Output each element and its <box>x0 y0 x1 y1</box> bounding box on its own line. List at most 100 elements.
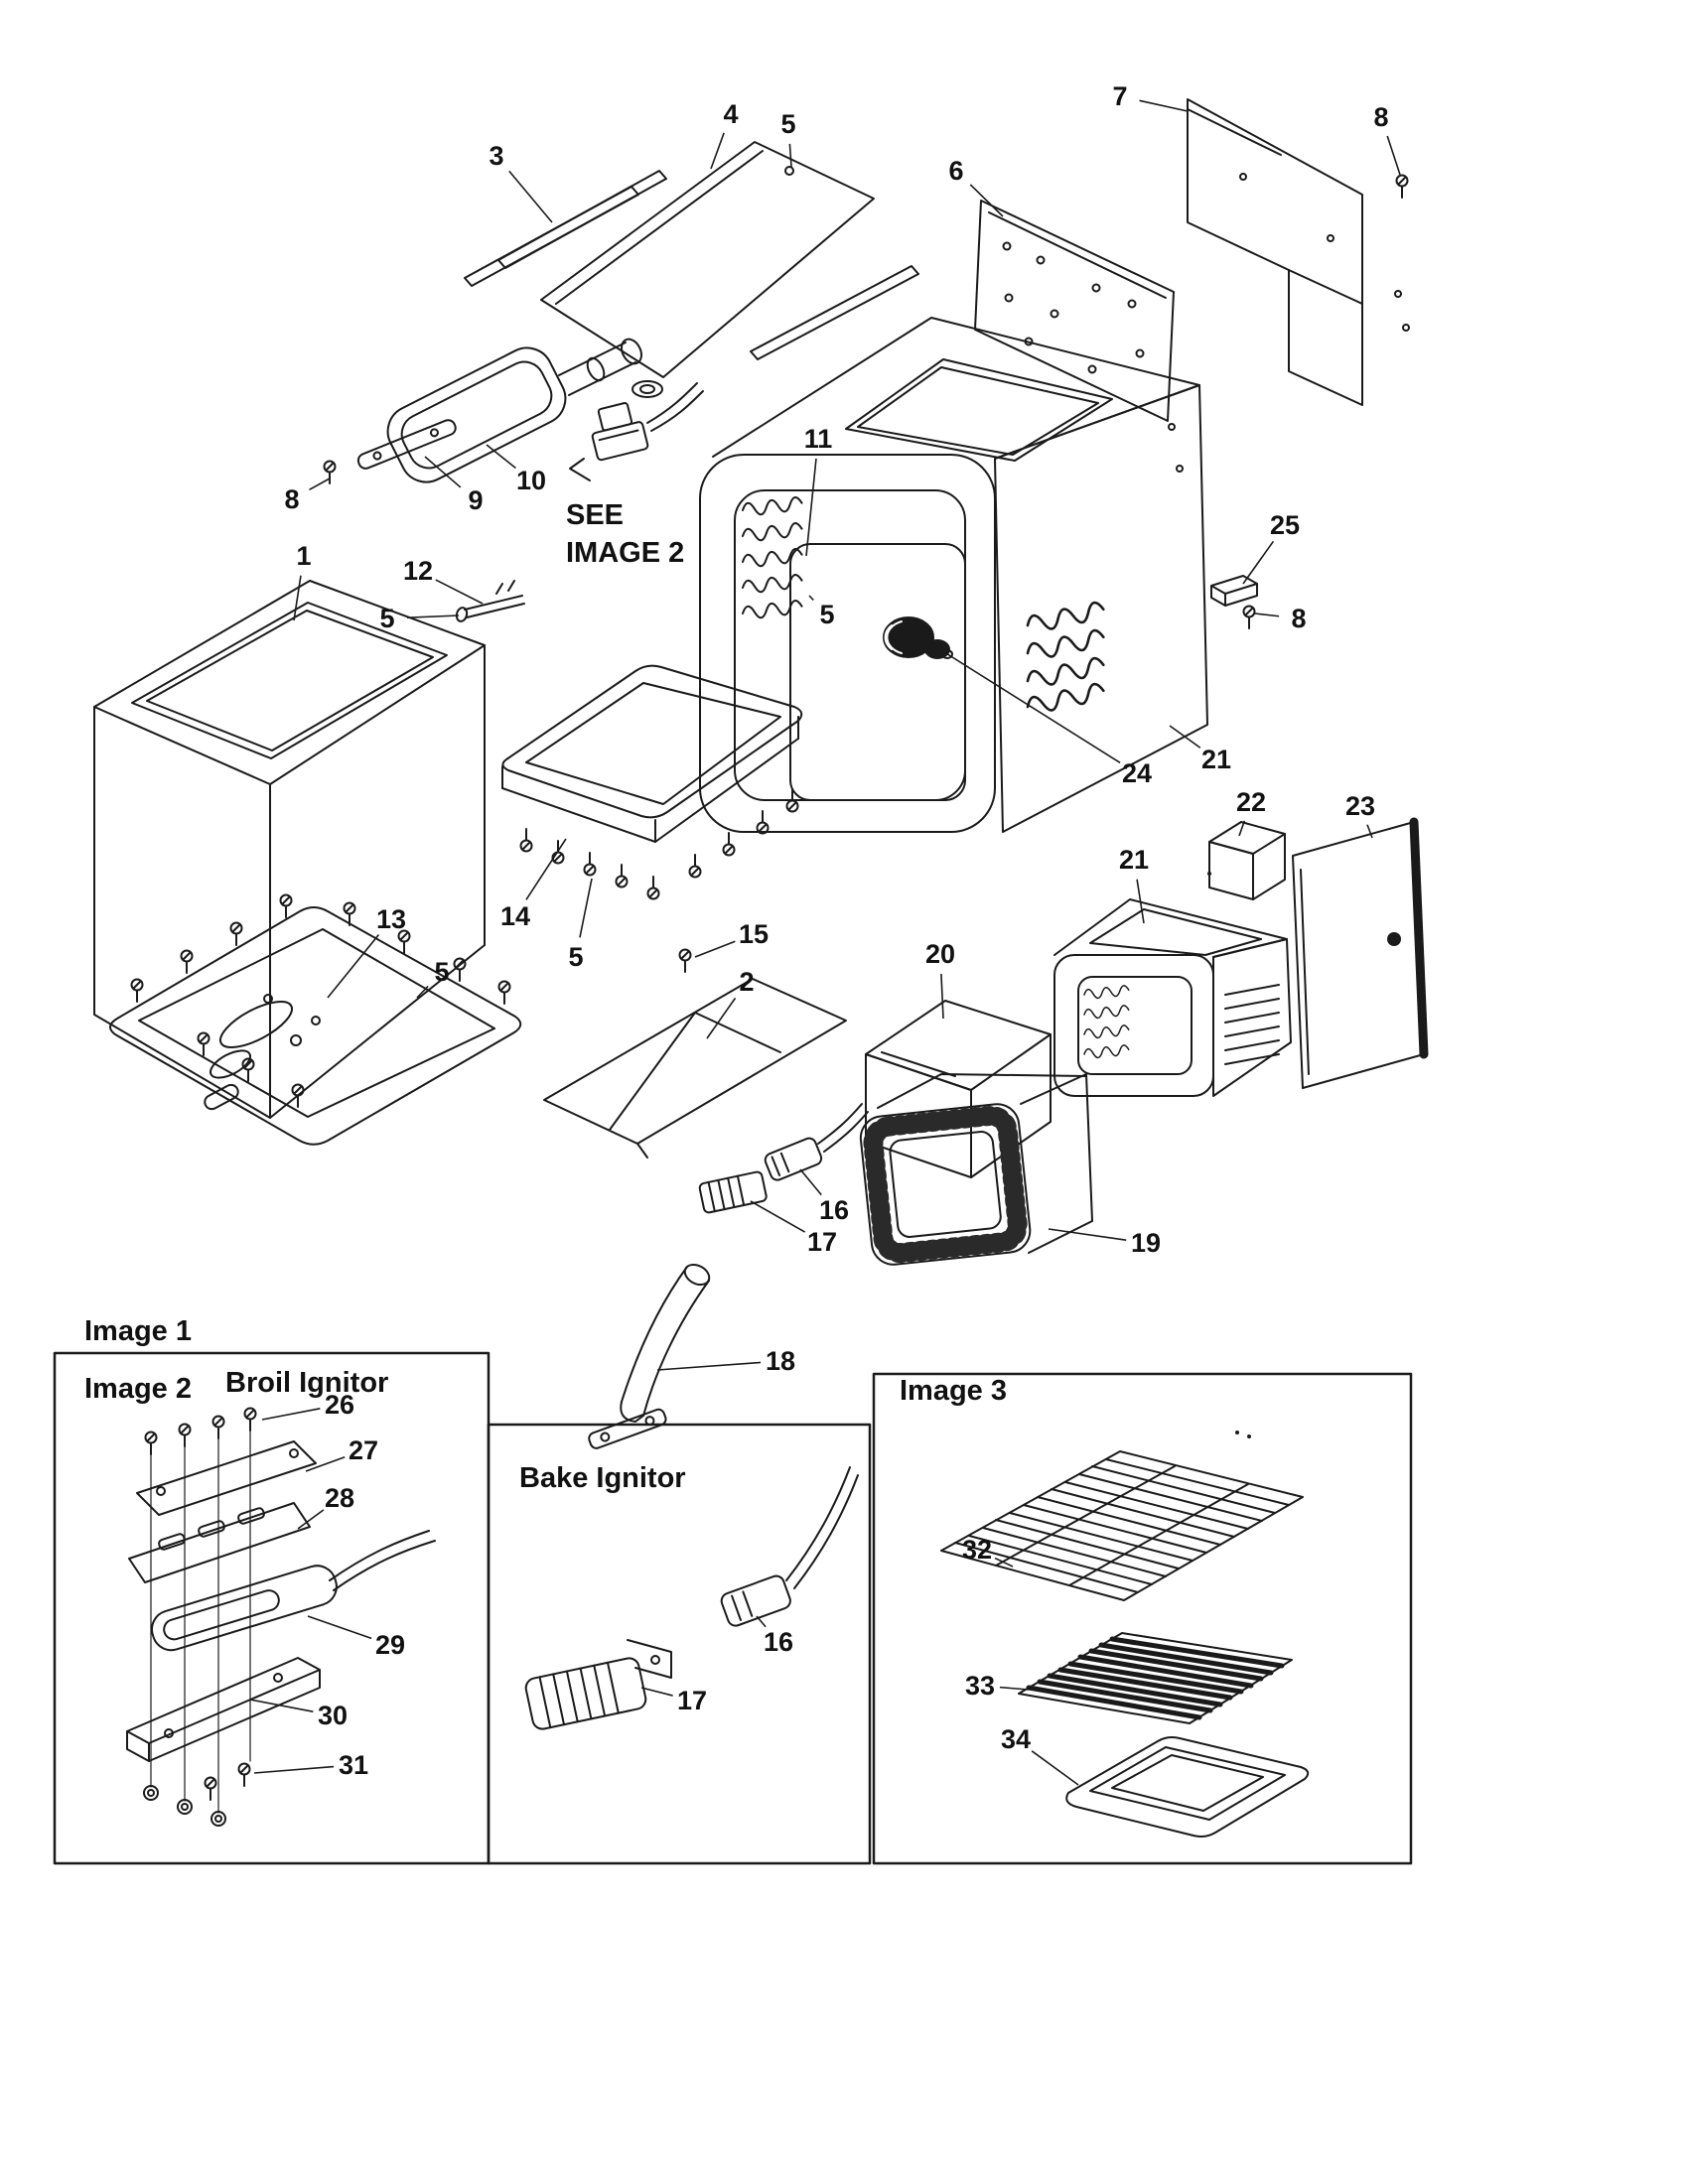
leader-line <box>999 1686 1030 1691</box>
liner-wrap-20 <box>865 1000 1052 1178</box>
bake-ignitor-detail <box>524 1466 859 1730</box>
leader-line <box>1048 1228 1127 1241</box>
oven-rack-32 <box>940 1450 1304 1601</box>
leader-line <box>706 997 737 1039</box>
leader-line <box>710 132 725 170</box>
callout-19: 19 <box>1131 1228 1161 1258</box>
figure-label: Image 2 <box>84 1373 192 1405</box>
callout-20: 20 <box>925 939 955 969</box>
leader-line <box>788 143 792 168</box>
callout-28: 28 <box>325 1483 354 1513</box>
liner-box-21b <box>1053 898 1292 1097</box>
leader-line <box>1386 135 1401 176</box>
figure-label: SEE <box>566 499 624 531</box>
leader-line <box>261 1407 321 1421</box>
callout-11: 11 <box>804 424 833 454</box>
callout-31: 31 <box>339 1750 368 1780</box>
insulated-box-19 <box>859 1073 1093 1266</box>
callout-32: 32 <box>962 1535 992 1565</box>
figure-label: Image 1 <box>84 1315 192 1347</box>
leader-line <box>805 458 817 557</box>
callout-12: 12 <box>403 556 433 586</box>
leader-line <box>1169 725 1201 749</box>
callout-22: 22 <box>1236 787 1266 817</box>
callout-7: 7 <box>1112 81 1127 111</box>
image3-frame <box>872 1372 1413 1865</box>
clip-12 <box>455 580 525 622</box>
callout-6: 6 <box>948 156 963 186</box>
callout-33: 33 <box>965 1671 995 1701</box>
callout-17: 17 <box>807 1227 837 1257</box>
inset-frames <box>53 1351 1413 1865</box>
leader-line <box>940 649 1121 764</box>
callout-5: 5 <box>819 600 834 629</box>
leader-line <box>969 184 1004 217</box>
callout-18: 18 <box>766 1346 795 1376</box>
bake-ignitor-frame <box>487 1423 872 1865</box>
leader-line <box>756 1615 767 1628</box>
callout-13: 13 <box>376 904 406 934</box>
callout-21: 21 <box>1201 745 1231 774</box>
callout-24: 24 <box>1122 758 1152 788</box>
callout-27: 27 <box>349 1435 378 1465</box>
broil-ignitor-exploded <box>126 1407 436 1827</box>
oven-liner-main <box>699 317 1208 833</box>
callout-8: 8 <box>1373 102 1388 132</box>
leader-line <box>435 579 484 605</box>
image2-frame <box>53 1351 491 1865</box>
outer-cabinet <box>93 580 486 1119</box>
leader-line <box>1031 1750 1079 1786</box>
callout-4: 4 <box>723 99 738 129</box>
leader-line <box>1366 824 1373 839</box>
leader-line <box>1242 540 1275 585</box>
callout-5: 5 <box>780 109 795 139</box>
rear-panel-7 <box>1187 98 1410 406</box>
callout-34: 34 <box>1001 1724 1031 1754</box>
callout-30: 30 <box>318 1701 348 1730</box>
callout-16: 16 <box>764 1627 793 1657</box>
oven-bottom-14 <box>501 664 803 900</box>
leader-line <box>307 1615 372 1640</box>
callout-8: 8 <box>284 484 299 514</box>
leader-line <box>750 1200 806 1233</box>
callout-14: 14 <box>500 901 530 931</box>
oven-light-knob <box>883 616 953 659</box>
side-panel-6 <box>974 200 1175 422</box>
callout-23: 23 <box>1345 791 1375 821</box>
leader-line <box>808 595 814 602</box>
figure-label: IMAGE 2 <box>566 537 684 569</box>
broil-ignitor-ref <box>569 382 704 481</box>
leader-line <box>305 1456 346 1472</box>
callout-5: 5 <box>379 604 394 633</box>
callout-15: 15 <box>739 919 769 949</box>
bracket-25 <box>1210 575 1258 629</box>
broiler-pan-34 <box>1065 1736 1310 1838</box>
leader-line <box>416 985 429 999</box>
leader-line <box>1254 613 1280 617</box>
leader-line <box>1238 820 1246 837</box>
callout-8: 8 <box>1291 604 1306 633</box>
leader-line <box>656 1361 762 1371</box>
callout-17: 17 <box>677 1686 707 1715</box>
leader-line <box>309 478 331 491</box>
leader-line <box>486 444 516 470</box>
leader-line <box>694 940 736 958</box>
callout-2: 2 <box>739 967 754 997</box>
callout-1: 1 <box>296 541 311 571</box>
leader-line <box>1136 879 1145 924</box>
leader-line <box>508 170 553 223</box>
callout-16: 16 <box>819 1195 849 1225</box>
callout-5: 5 <box>434 957 449 987</box>
leader-line <box>293 575 302 621</box>
callout-25: 25 <box>1270 510 1300 540</box>
leader-line <box>640 1687 673 1697</box>
leader-line <box>799 1168 822 1196</box>
insulation-sheet <box>543 948 847 1159</box>
leader-line <box>940 973 944 1020</box>
duct-22 <box>1208 821 1286 900</box>
burner-bracket <box>323 419 457 484</box>
broil-grate-33 <box>1018 1632 1293 1724</box>
bake-ignitor-main <box>698 1103 869 1214</box>
